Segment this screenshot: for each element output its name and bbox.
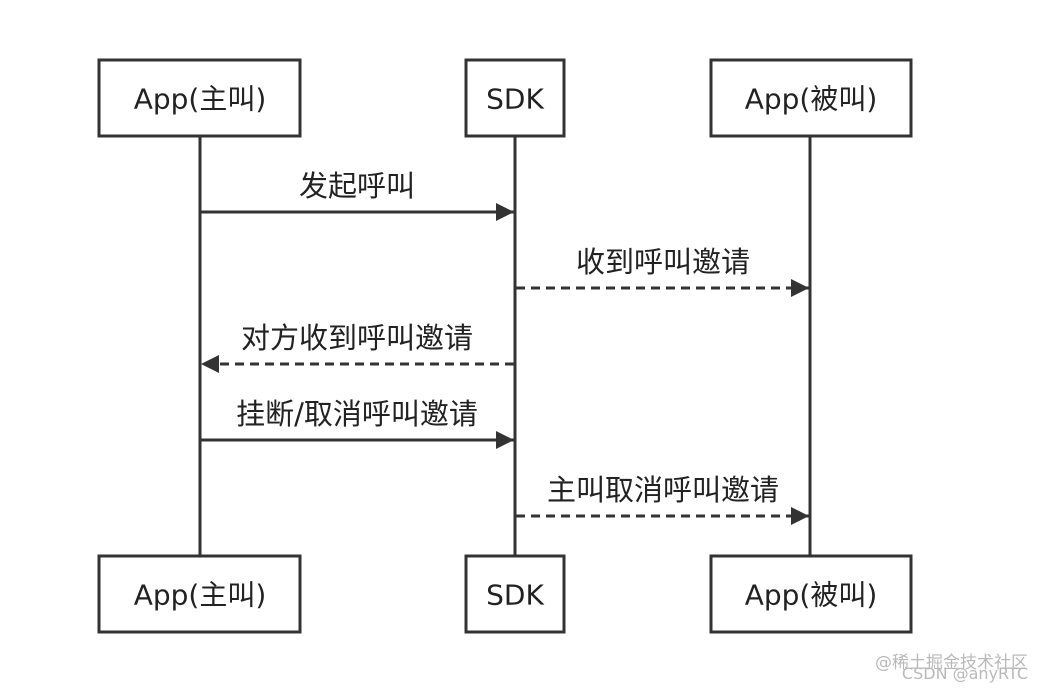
message-start-call: 发起呼叫 <box>201 169 514 221</box>
participant-caller-bottom: App(主叫) <box>97 554 302 634</box>
message-caller-cancelled: 主叫取消呼叫邀请 <box>516 473 809 525</box>
watermark-csdn: CSDN @anyRTC <box>901 664 1028 683</box>
message-label: 收到呼叫邀请 <box>576 245 750 279</box>
message-label: 对方收到呼叫邀请 <box>241 321 473 355</box>
participant-callee-top: App(被叫) <box>709 58 913 138</box>
participant-caller-label: App(主叫) <box>134 83 267 116</box>
participant-caller-label: App(主叫) <box>134 579 267 612</box>
participant-sdk-label: SDK <box>486 83 544 116</box>
participant-callee-bottom: App(被叫) <box>709 554 913 634</box>
message-hangup-cancel: 挂断/取消呼叫邀请 <box>201 397 514 449</box>
participant-callee-label: App(被叫) <box>745 579 878 612</box>
participant-caller-top: App(主叫) <box>97 58 302 138</box>
participant-sdk-top: SDK <box>464 58 566 138</box>
participant-sdk-label: SDK <box>486 579 544 612</box>
message-invite-received: 收到呼叫邀请 <box>516 245 809 297</box>
message-peer-received: 对方收到呼叫邀请 <box>201 321 514 373</box>
message-label: 挂断/取消呼叫邀请 <box>236 397 478 431</box>
participant-callee-label: App(被叫) <box>745 83 878 116</box>
message-label: 发起呼叫 <box>299 169 415 203</box>
participant-sdk-bottom: SDK <box>464 554 566 634</box>
message-label: 主叫取消呼叫邀请 <box>547 473 779 507</box>
watermark-juejin: @稀土掘金技术社区 <box>875 653 1028 673</box>
